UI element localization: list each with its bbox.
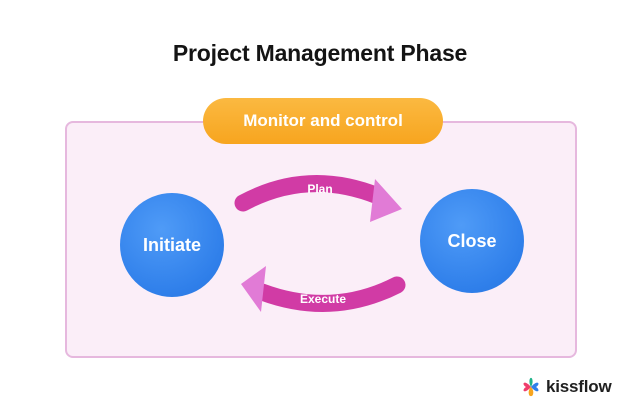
plan-arrow-head xyxy=(370,179,402,222)
execute-label: Execute xyxy=(300,292,346,306)
plan-arrow: Plan xyxy=(234,175,402,222)
execute-arrow-shaft xyxy=(253,276,406,312)
page-title: Project Management Phase xyxy=(172,40,468,66)
monitor-control-badge: Monitor and control xyxy=(203,98,443,144)
kissflow-logo-icon xyxy=(523,377,539,397)
initiate-label: Initiate xyxy=(142,234,201,255)
brand: kissflow xyxy=(520,376,612,398)
brand-name: kissflow xyxy=(546,377,612,396)
plan-arrow-shaft xyxy=(234,175,387,212)
close-label: Close xyxy=(447,230,497,251)
close-node: Close xyxy=(420,189,524,293)
initiate-node: Initiate xyxy=(120,193,224,297)
plan-label: Plan xyxy=(307,182,332,196)
execute-arrow-head xyxy=(241,266,266,312)
execute-arrow: Execute xyxy=(241,266,406,312)
